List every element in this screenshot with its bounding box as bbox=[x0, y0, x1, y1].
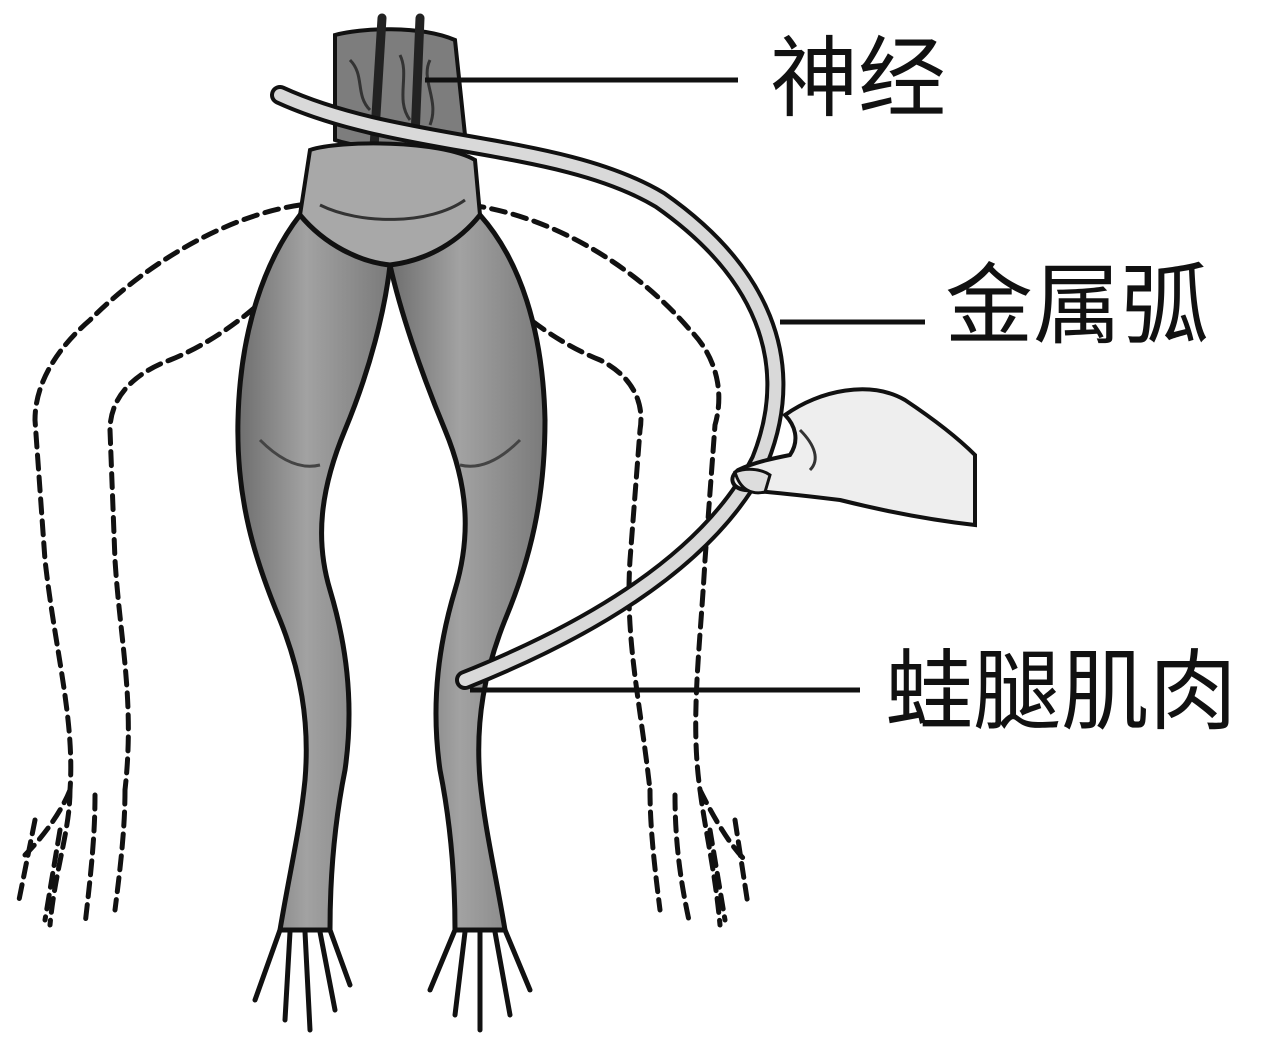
label-nerve: 神经 bbox=[770, 27, 947, 130]
frog-left-leg bbox=[235, 211, 393, 1033]
label-metal-arc: 金属弧 bbox=[945, 254, 1210, 357]
left-contracted-leg-outline bbox=[15, 202, 303, 928]
label-leg-muscle: 蛙腿肌肉 bbox=[885, 640, 1238, 743]
frog-right-leg bbox=[386, 211, 548, 1033]
hand bbox=[730, 387, 977, 528]
metal-arc bbox=[270, 85, 786, 690]
